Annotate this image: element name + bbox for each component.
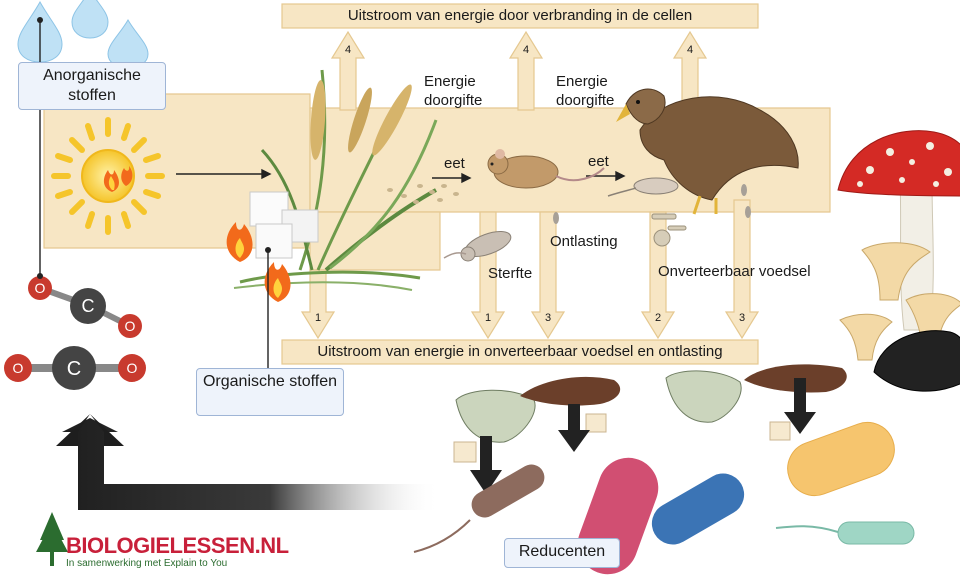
top-flow-title: Uitstroom van energie door verbranding i… bbox=[347, 7, 693, 24]
co2-molecule-top bbox=[28, 276, 142, 338]
arrow-number-bottom: 2 bbox=[654, 312, 662, 324]
atom-letters: O C O O C O bbox=[13, 280, 138, 380]
sugar-cubes-icon bbox=[249, 191, 319, 259]
oxygen-atom-label: O bbox=[35, 280, 46, 296]
return-arrow bbox=[56, 414, 440, 510]
eagle-icon bbox=[616, 88, 799, 215]
wheat-plant-icon bbox=[233, 69, 438, 291]
dead-mouse-icon bbox=[443, 231, 512, 262]
arrow-number-bottom: 1 bbox=[484, 312, 492, 324]
connector-dots bbox=[37, 17, 271, 279]
mouse-icon bbox=[487, 149, 605, 189]
logo-tagline: In samenwerking met Explain to You bbox=[66, 558, 228, 569]
oxygen-atom-label: O bbox=[125, 318, 136, 334]
logo-tree-icon bbox=[36, 512, 68, 566]
feces-label: Ontlasting bbox=[550, 233, 618, 250]
feces-drops bbox=[553, 184, 751, 224]
up-arrows bbox=[330, 30, 708, 111]
small-sugar-cubes bbox=[453, 413, 791, 463]
eat-label-1: eet bbox=[444, 155, 465, 172]
arrow-number-bottom: 1 bbox=[314, 312, 322, 324]
sun-arrow bbox=[176, 168, 272, 180]
decomposition-arrows bbox=[470, 378, 816, 494]
carbon-atom-label: C bbox=[82, 296, 95, 316]
carbon-atom-label: C bbox=[67, 358, 81, 380]
soil-mound bbox=[873, 330, 960, 392]
sun-icon bbox=[51, 117, 165, 235]
label-connectors bbox=[39, 20, 269, 368]
logo-name: BIOLOGIELESSEN.NL bbox=[66, 533, 289, 558]
arrow-number-top: 4 bbox=[344, 44, 352, 56]
grain-seeds bbox=[387, 184, 459, 204]
anorganic-box: Anorganische stoffen bbox=[18, 62, 166, 110]
oxygen-atom-label: O bbox=[13, 360, 24, 376]
eat-label-2: eet bbox=[588, 153, 609, 170]
reducers-box: Reducenten bbox=[504, 538, 620, 568]
arrow-number-bottom: 3 bbox=[738, 312, 746, 324]
top-flow-bar bbox=[281, 3, 759, 29]
arrow-number-bottom: 3 bbox=[544, 312, 552, 324]
death-label: Sterfte bbox=[488, 265, 533, 282]
logo: BIOLOGIELESSEN.NL In samenwerking met Ex… bbox=[66, 534, 289, 570]
arrow-number-top: 4 bbox=[686, 44, 694, 56]
oxygen-atom-label: O bbox=[127, 360, 138, 376]
skull-icon bbox=[455, 370, 742, 443]
dung-pile-icon bbox=[520, 364, 847, 406]
bottom-flow-title: Uitstroom van energie in onverteerbaar v… bbox=[317, 343, 723, 360]
arrow-number-top: 4 bbox=[522, 44, 530, 56]
co2-molecule-bottom bbox=[4, 346, 146, 390]
energy-transfer-label-2: Energie doorgifte bbox=[556, 73, 615, 109]
mushroom-chanterelle-icon bbox=[839, 242, 960, 361]
undigestible-label: Onverteerbaar voedsel bbox=[658, 263, 811, 280]
bottom-flow-bar bbox=[281, 339, 759, 365]
water-drops bbox=[17, 0, 149, 69]
organic-box: Organische stoffen bbox=[196, 368, 344, 416]
energy-transfer-label-1: Energie doorgifte bbox=[424, 73, 483, 109]
prey-icon bbox=[607, 177, 679, 197]
flame-icon bbox=[226, 222, 291, 302]
bones-icon bbox=[651, 213, 687, 247]
